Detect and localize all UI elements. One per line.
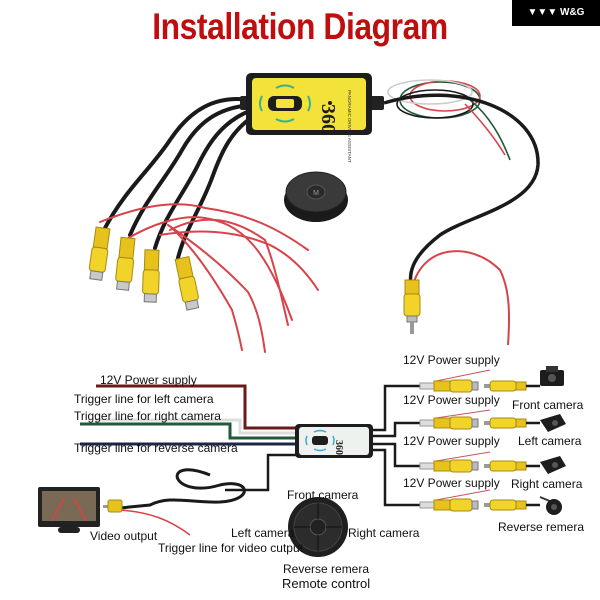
- right-camera-icon: [540, 456, 566, 474]
- left-trigger-wire: [96, 418, 300, 435]
- left-input-label-power: 12V Power supply: [100, 373, 197, 387]
- remote-label-reverse: Reverse remera: [283, 562, 370, 576]
- rca-part-4: [484, 464, 490, 468]
- rca-pair-right: [419, 459, 540, 473]
- rca-plug-video: [403, 279, 421, 334]
- left-input-label-left-trigger: Trigger line for left camera: [74, 392, 214, 406]
- cable-4: [176, 113, 257, 260]
- rca-part-5: [489, 417, 517, 429]
- video-cable-coil: [119, 468, 246, 510]
- brand-badge: ▼▼▼ W&G: [512, 0, 600, 26]
- rca-part-5: [489, 460, 517, 472]
- left-input-label-right-trigger: Trigger line for right camera: [74, 409, 221, 423]
- reverse-camera-icon: [539, 496, 562, 515]
- rca-part-6: [515, 500, 527, 510]
- rca-part-5: [489, 499, 517, 511]
- rca-plug-monitor: [103, 499, 123, 513]
- remote-label-left: Left camera: [231, 526, 295, 540]
- rca-part-4: [484, 421, 490, 425]
- brand-text: W&G: [560, 7, 585, 18]
- video-cable: [383, 93, 540, 291]
- module-360-large: 360 PANORAMIC DRIVING ASSISTANT: [240, 73, 384, 163]
- rca-part-0: [419, 419, 435, 427]
- remote-control-photo: M: [284, 171, 348, 222]
- red-trigger-wires: [99, 203, 319, 353]
- camera-power-label-front: 12V Power supply: [403, 353, 500, 367]
- remote-caption: Remote control: [282, 576, 371, 591]
- video-trigger-wire: [411, 250, 511, 346]
- camera-power-label-reverse: 12V Power supply: [403, 476, 500, 490]
- rca-part-0: [419, 462, 435, 470]
- camera-label-left: Left camera: [518, 434, 582, 448]
- remote-label-front: Front camera: [287, 488, 359, 502]
- rca-part-2: [449, 379, 473, 393]
- camera-output-wires: [373, 384, 440, 507]
- rca-part-2: [449, 416, 473, 430]
- power-wire: [96, 384, 300, 430]
- rca-connector-pairs: [419, 379, 540, 512]
- rca-part-1: [433, 499, 451, 511]
- rca-part-5: [489, 380, 517, 392]
- cable-1: [103, 97, 252, 230]
- camera-label-right: Right camera: [511, 477, 583, 491]
- remote-control-icon: [288, 497, 348, 557]
- video-output-label: Video output: [90, 529, 158, 543]
- camera-label-reverse: Reverse remera: [498, 520, 585, 534]
- wiring-schematic: 360: [38, 366, 566, 557]
- wire-coil: [387, 79, 511, 161]
- rca-part-1: [433, 460, 451, 472]
- rca-part-6: [515, 381, 527, 391]
- rca-part-1: [433, 417, 451, 429]
- car-icon: [268, 96, 302, 111]
- remote-label-right: Right camera: [348, 526, 420, 540]
- camera-power-label-left: 12V Power supply: [403, 393, 500, 407]
- product-photo: 360 PANORAMIC DRIVING ASSISTANT M: [88, 73, 540, 353]
- rca-pair-left: [419, 416, 540, 430]
- camera-power-label-right: 12V Power supply: [403, 434, 500, 448]
- monitor-icon: [38, 487, 100, 533]
- rca-part-3: [471, 500, 479, 510]
- camera-power-wires: [435, 369, 491, 501]
- rca-pair-reverse: [419, 498, 540, 512]
- left-camera-icon: [540, 414, 566, 432]
- right-trigger-wire: [80, 422, 300, 440]
- signal-waves-icon: [259, 84, 311, 123]
- rca-jack-4: [174, 255, 200, 311]
- rca-part-1: [433, 380, 451, 392]
- rca-jack-2: [115, 236, 136, 291]
- rca-part-3: [471, 418, 479, 428]
- rca-part-0: [419, 501, 435, 509]
- module-360-small: 360: [295, 424, 373, 458]
- rca-part-3: [471, 381, 479, 391]
- rca-jacks-input: [88, 226, 200, 311]
- page-title: Installation Diagram: [152, 6, 448, 47]
- front-camera-icon: [540, 366, 564, 386]
- small-module-logo: 360: [333, 440, 344, 455]
- rca-part-2: [449, 498, 473, 512]
- rca-part-4: [484, 384, 490, 388]
- module-logo-text: 360: [317, 104, 339, 134]
- rca-part-0: [419, 382, 435, 390]
- module-small-text: PANORAMIC DRIVING ASSISTANT: [347, 90, 352, 163]
- video-trigger-label: Trigger line for video cutput: [158, 541, 303, 555]
- left-input-label-reverse-trigger: Trigger line for reverse camera: [74, 441, 238, 455]
- rca-part-6: [515, 461, 527, 471]
- remote-m-label: M: [313, 190, 319, 197]
- rca-part-6: [515, 418, 527, 428]
- signal-waves-icon-small: [305, 429, 335, 452]
- rca-part-2: [449, 459, 473, 473]
- left-input-wires: [80, 384, 300, 446]
- rca-jack-1: [88, 226, 111, 281]
- rca-part-3: [471, 461, 479, 471]
- rca-pair-front: [419, 379, 540, 393]
- rca-jack-3: [142, 249, 160, 303]
- rca-part-4: [484, 503, 490, 507]
- camera-label-front: Front camera: [512, 398, 584, 412]
- wg-crown-icon: ▼▼▼: [527, 7, 561, 18]
